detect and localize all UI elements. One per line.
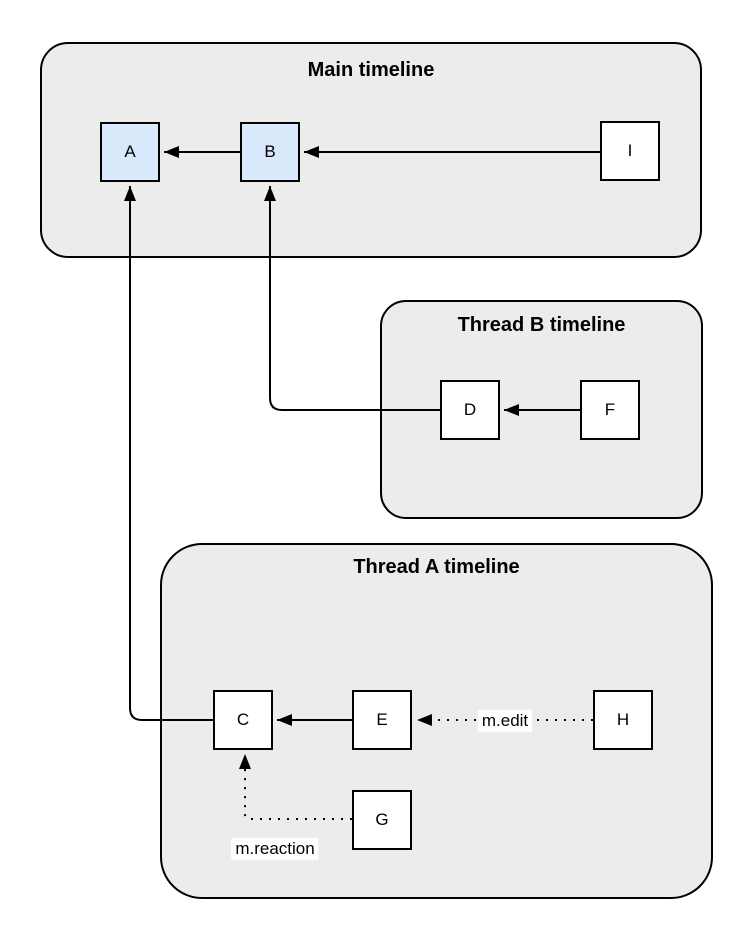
group-title-thread-a-timeline: Thread A timeline xyxy=(353,556,520,578)
node-label-I: I xyxy=(627,141,633,160)
edge-label-m-reaction: m.reaction xyxy=(231,837,319,861)
node-label-C: C xyxy=(236,710,250,729)
node-event-H: H xyxy=(593,690,653,750)
node-event-E: E xyxy=(352,690,412,750)
node-label-B: B xyxy=(264,142,276,161)
node-event-F: F xyxy=(580,380,640,440)
node-label-F: F xyxy=(604,400,616,419)
node-label-A: A xyxy=(124,142,136,161)
group-title-thread-b-timeline: Thread B timeline xyxy=(457,314,626,336)
node-event-B: B xyxy=(240,122,300,182)
node-label-G: G xyxy=(375,810,389,829)
node-label-E: E xyxy=(376,710,388,729)
node-event-C: C xyxy=(213,690,273,750)
node-label-D: D xyxy=(463,400,477,419)
group-thread-b-timeline: Thread B timeline xyxy=(380,300,703,519)
node-event-G: G xyxy=(352,790,412,850)
node-event-D: D xyxy=(440,380,500,440)
node-event-A: A xyxy=(100,122,160,182)
group-title-main-timeline: Main timeline xyxy=(307,59,435,81)
node-event-I: I xyxy=(600,121,660,181)
node-label-H: H xyxy=(616,710,630,729)
edge-label-m-edit: m.edit xyxy=(477,709,533,733)
